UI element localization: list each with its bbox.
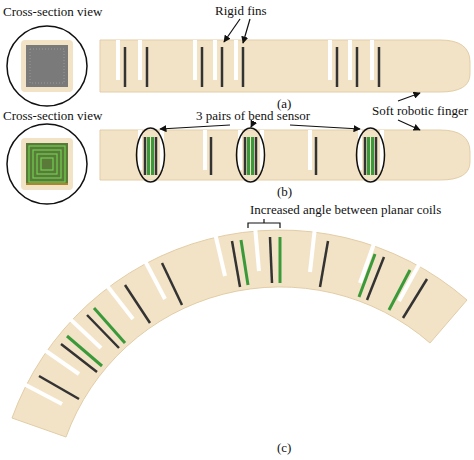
part-label: Soft robotic finger — [372, 103, 468, 118]
finger-c — [12, 219, 467, 437]
cross-section-a — [7, 26, 87, 106]
view-label: Cross-section view — [3, 4, 102, 19]
panel-label: (b) — [277, 184, 292, 199]
view-label: Cross-section view — [3, 108, 102, 123]
part-label: 3 pairs of bend sensor — [196, 108, 310, 123]
panel-label: (c) — [277, 440, 291, 455]
part-label: Rigid fins — [215, 3, 267, 18]
note-label: Increased angle between planar coils — [250, 202, 441, 217]
finger-b — [100, 128, 470, 182]
finger-a — [100, 40, 470, 92]
cross-section-b — [7, 124, 87, 204]
